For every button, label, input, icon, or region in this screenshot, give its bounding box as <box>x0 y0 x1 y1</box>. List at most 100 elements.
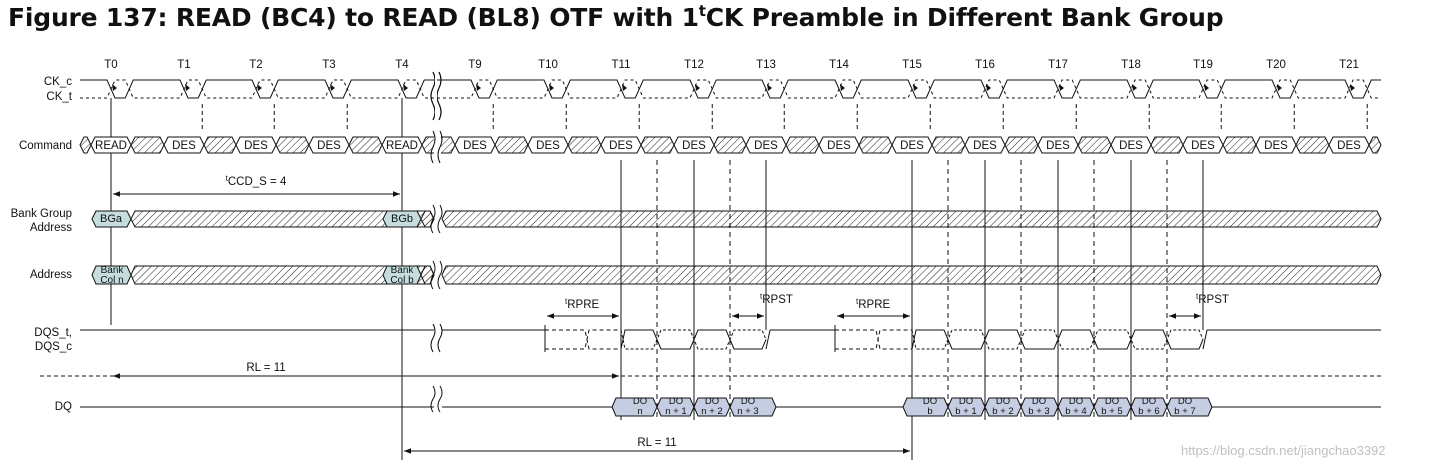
break-gap <box>434 322 441 354</box>
command-dont-care <box>1077 136 1112 154</box>
bank-group-dont-care <box>441 210 1382 228</box>
dq-n1-line2: n + 1 <box>665 406 686 417</box>
clock-edge-arrow <box>257 84 262 91</box>
dqs-post-edge <box>1202 329 1208 350</box>
clock-label-t3: T3 <box>322 59 335 71</box>
trpre-label-2: tRPRE <box>856 297 891 311</box>
clock-label-t4: T4 <box>395 59 409 71</box>
dq-b7-line2: b + 7 <box>1174 406 1195 417</box>
clock-edge-arrow <box>622 84 627 91</box>
break-mark-clock <box>430 71 436 121</box>
command-t11: DES <box>609 140 633 152</box>
clock-label-t18: T18 <box>1121 59 1141 71</box>
address-value-b-line2: Col b <box>390 275 414 286</box>
address-value-a-line1: Bank <box>101 265 125 276</box>
command-dont-care <box>79 136 92 154</box>
break-mark <box>430 385 436 413</box>
clock-edge-arrow <box>330 84 335 91</box>
dq-b6-line2: b + 6 <box>1138 406 1159 417</box>
command-label: Command <box>19 140 72 152</box>
break-gap <box>435 70 437 122</box>
dq-b4-line2: b + 4 <box>1065 406 1086 417</box>
command-t16: DES <box>973 140 997 152</box>
trpst-label-2: tRPST <box>1196 292 1229 306</box>
dq-b4-line1: DO <box>1069 396 1083 407</box>
dqs-waveform <box>80 322 1381 354</box>
break-mark <box>437 323 443 353</box>
dq-n3-line2: n + 3 <box>737 406 758 417</box>
command-dont-care <box>203 136 237 154</box>
dqs-t-pre <box>545 329 621 350</box>
bank-group-dont-care <box>420 210 435 228</box>
dq-n1-line1: DO <box>669 396 683 407</box>
dq-b3-line2: b + 3 <box>1028 406 1049 417</box>
break-mark <box>430 130 436 164</box>
watermark-url: https://blog.csdn.net/jiangchao3392 <box>1181 443 1386 458</box>
clock-label-t10: T10 <box>538 59 558 71</box>
clock-label-t1: T1 <box>177 59 190 71</box>
figure-title: Figure 137: READ (BC4) to READ (BL8) OTF… <box>8 2 1224 32</box>
command-dont-care <box>567 136 602 154</box>
dqs-c-pre <box>835 329 912 350</box>
clock-edge-arrow <box>1059 84 1064 91</box>
command-dont-care <box>931 136 966 154</box>
dq-b-line1: DO <box>923 396 937 407</box>
command-dont-care <box>348 136 383 154</box>
clock-label-t12: T12 <box>684 59 704 71</box>
clock-label-t13: T13 <box>756 59 776 71</box>
dqs-c-pre <box>545 329 621 350</box>
dq-b6-line1: DO <box>1142 396 1156 407</box>
clock-edge-arrow <box>185 84 190 91</box>
trpst-label-1: tRPST <box>760 292 793 306</box>
address-dont-care <box>441 265 1382 285</box>
clock-label-t17: T17 <box>1048 59 1068 71</box>
dq-n2-line2: n + 2 <box>701 406 722 417</box>
clock-edge-arrow <box>1350 84 1355 91</box>
dq-b3-line1: DO <box>1032 396 1046 407</box>
dq-n3-line1: DO <box>741 396 755 407</box>
bank-group-label-line1: Bank Group <box>11 208 72 220</box>
ck-c-wave <box>80 79 1381 99</box>
tccd-label: tCCD_S = 4 <box>226 174 287 188</box>
bank-group-label-line2: Address <box>30 222 72 234</box>
dq-label: DQ <box>55 401 72 413</box>
clock-edge-arrow <box>112 84 117 91</box>
command-dont-care <box>1295 136 1330 154</box>
clock-label-t19: T19 <box>1193 59 1213 71</box>
dq-n-line2: n <box>637 406 642 417</box>
dq-n-line1: DO <box>633 396 647 407</box>
clock-edge-arrow <box>695 84 700 91</box>
command-dont-care <box>785 136 820 154</box>
command-t4: READ <box>386 140 418 152</box>
rl-label-2: RL = 11 <box>637 437 676 449</box>
clock-label-t0: T0 <box>104 59 117 71</box>
command-t1: DES <box>172 140 196 152</box>
dq-b1-line2: b + 1 <box>955 406 976 417</box>
clock-edge-arrow <box>913 84 918 91</box>
command-t19: DES <box>1191 140 1215 152</box>
break-gap <box>434 384 441 412</box>
clock-label-t21: T21 <box>1339 59 1359 71</box>
dqs-t-pre <box>835 329 912 350</box>
command-dont-care <box>494 136 529 154</box>
command-dont-care <box>858 136 893 154</box>
command-t13: DES <box>754 140 778 152</box>
command-dont-care <box>640 136 675 154</box>
command-dont-care <box>1004 136 1039 154</box>
command-dont-care <box>130 136 165 154</box>
clock-edge-arrow <box>549 84 554 91</box>
command-t9: DES <box>463 140 487 152</box>
ck-c-label: CK_c <box>44 76 72 88</box>
clock-label-t16: T16 <box>975 59 995 71</box>
break-mark <box>437 204 443 234</box>
clock-waveform <box>80 70 1381 122</box>
command-dont-care <box>1150 136 1184 154</box>
break-mark <box>430 204 436 234</box>
clock-label-t11: T11 <box>612 59 631 71</box>
bank-group-value-b: BGb <box>391 213 413 225</box>
address-value-b-line1: Bank <box>391 265 415 276</box>
